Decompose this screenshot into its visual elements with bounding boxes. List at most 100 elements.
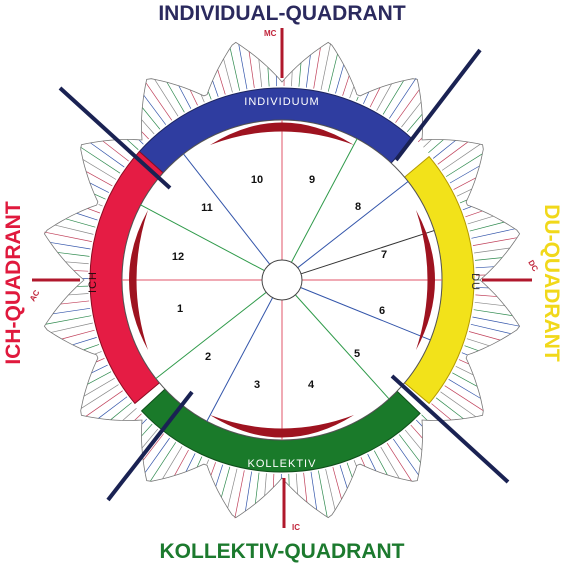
fringe-tick xyxy=(373,450,388,476)
band-label-kollektiv: KOLLEKTIV xyxy=(248,458,317,470)
mc-label: MC xyxy=(264,29,277,38)
fringe-tick xyxy=(122,408,137,421)
fringe-tick xyxy=(339,465,348,489)
fringe-tick xyxy=(369,87,381,108)
fringe-tick xyxy=(76,212,98,221)
fringe-tick xyxy=(320,43,331,91)
fringe-tick xyxy=(217,69,226,95)
fringe-tick xyxy=(360,457,366,467)
fringe-tick xyxy=(406,113,423,133)
fringe-tick xyxy=(401,101,422,128)
fringe-tick xyxy=(141,119,155,135)
fringe-tick xyxy=(475,294,497,297)
fringe-tick xyxy=(464,345,479,352)
fringe-tick xyxy=(207,91,212,100)
fringe-tick xyxy=(57,252,90,257)
fringe-tick xyxy=(264,473,267,496)
fringe-tick xyxy=(449,165,480,184)
dc-label: DC xyxy=(526,259,540,274)
fringe-tick xyxy=(459,199,468,204)
fringe-tick xyxy=(126,139,139,150)
fringe-tick xyxy=(376,83,392,111)
fringe-tick xyxy=(471,228,515,239)
fringe-tick xyxy=(178,85,192,109)
fringe-tick xyxy=(87,208,101,214)
house-number: 2 xyxy=(205,351,211,363)
fringe-tick xyxy=(223,58,233,93)
fringe-tick xyxy=(185,453,196,472)
fringe-tick xyxy=(166,82,185,113)
fringe-tick xyxy=(437,141,469,165)
fringe-tick xyxy=(467,215,494,225)
fringe-tick xyxy=(303,472,308,503)
fringe-tick xyxy=(455,365,474,376)
fringe-tick xyxy=(395,89,420,123)
fringe-tick xyxy=(310,471,318,510)
fringe-tick xyxy=(474,257,503,261)
house-divider xyxy=(290,138,358,263)
fringe-tick xyxy=(363,91,370,105)
fringe-tick xyxy=(206,459,210,465)
fringe-tick xyxy=(474,301,505,307)
fringe-tick xyxy=(445,153,483,177)
fringe-tick xyxy=(466,338,490,347)
fringe-tick xyxy=(475,266,495,269)
fringe-tick xyxy=(45,315,92,325)
fringe-tick xyxy=(80,384,119,409)
fringe-tick xyxy=(473,309,513,317)
fringe-tick xyxy=(325,468,336,511)
fringe-tick xyxy=(428,139,444,153)
fringe-tick xyxy=(335,64,345,94)
fringe-tick xyxy=(440,391,477,418)
fringe-tick xyxy=(87,371,112,385)
fringe-tick xyxy=(83,344,100,351)
fringe-tick xyxy=(458,359,469,365)
fringe-tick xyxy=(82,159,117,180)
fringe-tick xyxy=(298,62,302,87)
ic-label: IC xyxy=(292,523,300,532)
fringe-tick xyxy=(367,453,377,472)
fringe-tick xyxy=(245,471,252,512)
band-label-ich: ICH xyxy=(87,271,99,293)
fringe-tick xyxy=(448,379,481,399)
fringe-tick xyxy=(149,442,177,482)
center-hub xyxy=(261,259,303,301)
fringe-tick xyxy=(392,438,419,476)
house-number: 5 xyxy=(354,348,360,360)
fringe-tick xyxy=(238,44,248,90)
house-number: 6 xyxy=(379,305,385,317)
fringe-tick xyxy=(144,437,170,473)
house-divider xyxy=(140,204,265,272)
fringe-tick xyxy=(143,94,167,125)
fringe-tick xyxy=(54,224,94,235)
fringe-tick xyxy=(453,177,477,190)
fringe-tick xyxy=(468,331,501,341)
fringe-tick xyxy=(142,433,164,461)
fringe-tick xyxy=(98,204,103,207)
fringe-tick xyxy=(356,96,359,102)
fringe-tick xyxy=(89,182,109,193)
fringe-tick xyxy=(435,397,464,420)
fringe-tick xyxy=(141,428,159,449)
fringe-tick xyxy=(73,270,89,272)
fringe-tick xyxy=(200,94,205,103)
band-label-individuum: INDIVIDUUM xyxy=(244,96,319,108)
fringe-tick xyxy=(142,107,161,130)
fringe-tick xyxy=(212,80,219,97)
fringe-tick xyxy=(353,459,357,467)
fringe-tick xyxy=(210,462,216,476)
fringe-tick xyxy=(162,446,183,480)
fringe-tick xyxy=(258,59,263,88)
fringe-tick xyxy=(85,390,123,417)
fringe-tick xyxy=(416,419,423,427)
fringe-tick xyxy=(90,142,125,168)
fringe-tick xyxy=(417,137,423,143)
fringe-tick xyxy=(295,473,299,495)
house-divider xyxy=(300,287,431,341)
fringe-tick xyxy=(44,231,92,242)
fringe-tick xyxy=(456,188,472,197)
fringe-tick xyxy=(386,442,412,482)
fringe-tick xyxy=(141,418,148,425)
fringe-tick xyxy=(95,357,105,363)
